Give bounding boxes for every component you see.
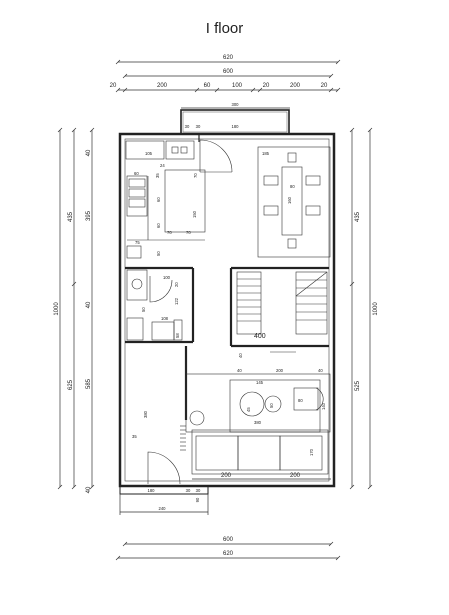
dim-top-20c: 20 [321,83,328,89]
dim-balcony-300: 300 [232,102,240,107]
svg-text:70: 70 [193,173,198,178]
top-dimensions: 620 600 20 200 60 100 20 200 20 300 30 3… [110,55,341,129]
dim-left-585: 585 [86,378,92,389]
dim-left-40c: 40 [86,486,92,493]
balcony [180,109,290,135]
dim-bottom-30a: 30 [186,488,191,493]
svg-text:24: 24 [160,163,165,168]
staircase: 400 [236,271,328,340]
svg-text:75: 75 [135,240,140,245]
right-dimensions: 435 525 1000 [349,127,379,490]
dim-left-395: 395 [86,210,92,221]
svg-text:380: 380 [254,420,262,425]
dim-balcony-30b: 30 [196,124,201,129]
dim-bottom-200a: 200 [221,473,232,479]
svg-text:58: 58 [175,333,180,338]
svg-text:140: 140 [321,402,326,410]
dim-left-40b: 40 [86,301,92,308]
dining: 185 80 160 [257,146,331,258]
kitchen: 105 24 35 60 70 60 150 60 70 70 75 50 [125,140,206,259]
dim-bottom-200b: 200 [290,473,301,479]
svg-text:80: 80 [298,398,303,403]
svg-text:35: 35 [155,173,160,178]
dim-bottom-600: 600 [223,537,234,543]
dim-top-20a: 20 [110,83,117,89]
dim-bottom-240: 240 [159,506,167,511]
svg-text:50: 50 [156,251,161,256]
svg-text:122: 122 [174,297,179,305]
svg-text:185: 185 [262,151,270,156]
svg-text:40: 40 [238,353,243,358]
svg-text:70: 70 [167,230,172,235]
stair-400-label: 400 [254,333,266,340]
svg-text:45: 45 [246,407,251,412]
dim-right-435: 435 [355,211,361,222]
svg-text:60: 60 [156,197,161,202]
dim-right-525: 525 [355,380,361,391]
dim-balcony-30a: 30 [185,124,190,129]
dim-bottom-90: 90 [195,497,200,502]
svg-text:150: 150 [192,210,197,218]
dim-top-20b: 20 [263,83,270,89]
svg-text:105: 105 [145,151,153,156]
svg-text:80: 80 [290,184,295,189]
left-dimensions: 1000 435 625 40 395 40 585 40 [54,127,95,493]
dim-left-435: 435 [68,211,74,222]
svg-text:60: 60 [156,223,161,228]
dim-top-600: 600 [223,69,234,75]
dim-balcony-180: 180 [232,124,240,129]
dim-top-620: 620 [223,55,234,61]
svg-text:380: 380 [143,410,148,418]
svg-text:200: 200 [276,368,284,373]
svg-text:40: 40 [318,368,323,373]
svg-text:100: 100 [163,275,171,280]
interior-walls [125,266,329,420]
svg-text:170: 170 [309,448,314,456]
dim-top-200a: 200 [157,83,168,89]
svg-text:160: 160 [287,196,292,204]
dim-left-1000: 1000 [54,302,60,316]
dim-top-60: 60 [204,83,211,89]
svg-text:20: 20 [174,282,179,287]
bathroom: 100 20 50 122 108 58 [126,269,183,341]
dim-right-1000: 1000 [373,302,379,316]
dim-bottom-620: 620 [223,551,234,557]
svg-text:145: 145 [256,380,264,385]
svg-text:108: 108 [161,316,169,321]
svg-text:50: 50 [141,307,146,312]
svg-text:40: 40 [237,368,242,373]
dim-top-200b: 200 [290,83,301,89]
svg-text:35: 35 [132,434,137,439]
dim-bottom-30b: 30 [196,488,201,493]
dim-left-40a: 40 [86,149,92,156]
bottom-dimensions: 600 620 200 200 180 30 30 240 90 [115,473,341,561]
outer-walls [118,132,336,488]
dim-left-625: 625 [68,379,74,390]
svg-text:60: 60 [134,171,139,176]
dim-bottom-180: 180 [148,488,156,493]
dim-top-100: 100 [232,83,243,89]
page-title: I floor [205,20,244,37]
living-room: 40 40 200 40 145 45 50 80 140 380 170 35… [132,351,331,485]
svg-text:50: 50 [269,403,274,408]
svg-text:70: 70 [186,230,191,235]
